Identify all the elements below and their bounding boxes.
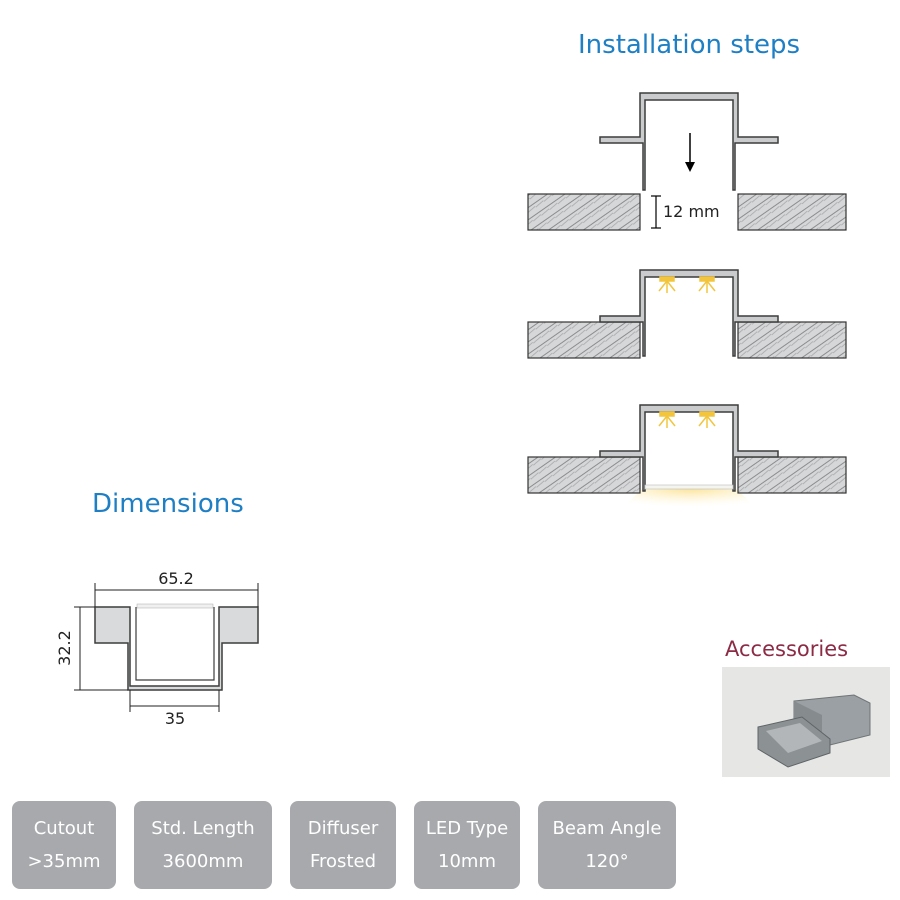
height-dimension-line xyxy=(74,606,128,691)
spec-badge-length: Std. Length 3600mm xyxy=(134,801,272,889)
spec-value: >35mm xyxy=(27,851,101,872)
width-dimension-line xyxy=(94,583,259,607)
channel-width-label: 35 xyxy=(165,709,185,728)
width-label: 65.2 xyxy=(158,569,194,588)
step-3-assembly xyxy=(527,404,847,515)
end-cap-photo xyxy=(722,667,890,777)
spec-label: Beam Angle xyxy=(552,818,662,839)
step-1-ceiling xyxy=(527,193,847,231)
accessories-heading: Accessories xyxy=(725,637,849,661)
spec-value: Frosted xyxy=(310,851,376,872)
dimensions-heading: Dimensions xyxy=(92,489,244,519)
step-1-profile xyxy=(599,92,779,191)
spec-badge-diffuser: Diffuser Frosted xyxy=(290,801,396,889)
spec-value: 120° xyxy=(585,851,629,872)
dimensions-profile xyxy=(94,603,259,691)
led-light-icon xyxy=(658,276,716,293)
spec-value: 10mm xyxy=(438,851,496,872)
spec-label: Diffuser xyxy=(307,818,379,839)
step-2-assembly xyxy=(527,269,847,359)
spec-badges: Cutout >35mm Std. Length 3600mm Diffuser… xyxy=(12,801,676,889)
installation-steps-heading: Installation steps xyxy=(578,30,801,60)
spec-value: 3600mm xyxy=(162,851,244,872)
spec-label: Cutout xyxy=(33,818,95,839)
spec-badge-beam-angle: Beam Angle 120° xyxy=(538,801,676,889)
spec-badge-cutout: Cutout >35mm xyxy=(12,801,116,889)
led-light-icon xyxy=(658,411,716,428)
spec-label: Std. Length xyxy=(151,818,255,839)
spec-badge-led-type: LED Type 10mm xyxy=(414,801,520,889)
down-arrow-icon xyxy=(685,133,695,172)
channel-width-dimension-line xyxy=(129,690,220,712)
depth-label: 12 mm xyxy=(663,202,720,221)
spec-label: LED Type xyxy=(425,818,509,839)
height-label: 32.2 xyxy=(55,630,74,666)
